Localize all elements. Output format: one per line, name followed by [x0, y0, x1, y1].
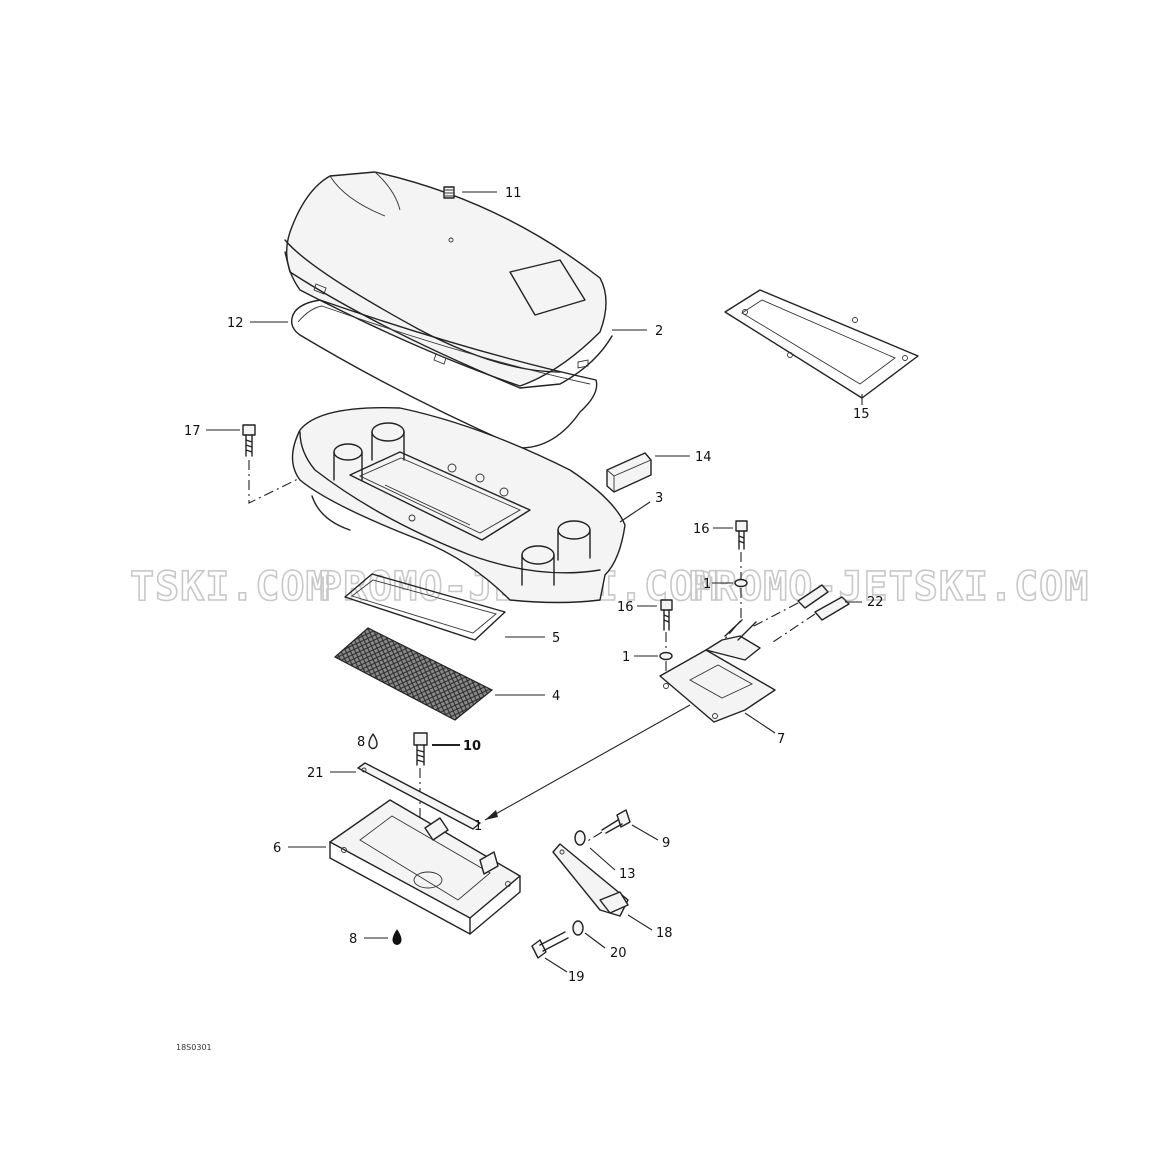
- part-2-cover[interactable]: [284, 171, 613, 389]
- part-20-washer[interactable]: [572, 920, 584, 936]
- callout-8-lower: 8: [349, 932, 357, 947]
- callout-11: 11: [505, 186, 522, 201]
- watermark-segment-3: PROMO-JETSKI.COM: [688, 564, 1089, 610]
- part-22-fittings[interactable]: [749, 584, 850, 645]
- callout-22: 22: [867, 595, 884, 610]
- part-17-screw[interactable]: [242, 424, 301, 504]
- part-4-filter-mesh[interactable]: [333, 627, 494, 721]
- callout-15: 15: [853, 407, 870, 422]
- callout-1-pointer: 1: [474, 819, 482, 834]
- part-10-bolt[interactable]: [413, 732, 428, 885]
- callout-7: 7: [777, 732, 785, 747]
- callout-5: 5: [552, 631, 560, 646]
- part-19-screw[interactable]: [531, 931, 569, 959]
- part-8-sealant-upper[interactable]: [368, 733, 378, 750]
- callout-13: 13: [619, 867, 636, 882]
- part-15-gasket[interactable]: [724, 289, 919, 399]
- leader-lines: [206, 191, 863, 973]
- part-16-screw-lower[interactable]: [660, 599, 673, 650]
- callout-16-upper: 16: [693, 522, 710, 537]
- part-1-washer-upper[interactable]: [723, 578, 748, 641]
- callout-9: 9: [662, 836, 670, 851]
- callout-10: 10: [463, 739, 481, 754]
- callout-1-upper: 1: [703, 577, 711, 592]
- callout-12: 12: [227, 316, 244, 331]
- callout-2: 2: [655, 324, 663, 339]
- callout-3: 3: [655, 491, 663, 506]
- watermark: TSKI.COM PROMO-JETSKI.COM PROMO-JETSKI.C…: [129, 563, 1089, 611]
- part-9-screw[interactable]: [585, 809, 631, 843]
- part-11-plug[interactable]: [443, 186, 455, 199]
- part-21-strip[interactable]: [357, 762, 481, 830]
- callout-19: 19: [568, 970, 585, 985]
- callout-8-upper: 8: [357, 735, 365, 750]
- callout-21: 21: [307, 766, 324, 781]
- callout-20: 20: [610, 946, 627, 961]
- callout-14: 14: [695, 450, 712, 465]
- watermark-segment-1: TSKI.COM: [130, 564, 331, 610]
- callout-17: 17: [184, 424, 201, 439]
- part-6-base-plate[interactable]: [329, 799, 521, 935]
- part-7-bracket[interactable]: [659, 619, 776, 723]
- callout-16-lower: 16: [617, 600, 634, 615]
- part-14-pad[interactable]: [606, 452, 652, 493]
- callout-1-lower: 1: [622, 650, 630, 665]
- drawing-reference-code: 18S0301: [176, 1043, 212, 1052]
- callout-18: 18: [656, 926, 673, 941]
- part-5-frame[interactable]: [344, 573, 506, 641]
- part-13-washer[interactable]: [574, 830, 586, 846]
- part-12-seal[interactable]: [290, 299, 598, 449]
- part-8-sealant-lower[interactable]: [392, 929, 402, 945]
- part-16-screw-upper[interactable]: [735, 520, 748, 580]
- part-18-plate[interactable]: [552, 843, 629, 917]
- callout-4: 4: [552, 689, 560, 704]
- callout-6: 6: [273, 841, 281, 856]
- callouts: 11 12 2 15 17 14 3 16 1 16 1 22 5 4 7 8 …: [184, 186, 884, 985]
- part-3-air-box-base[interactable]: [291, 406, 626, 604]
